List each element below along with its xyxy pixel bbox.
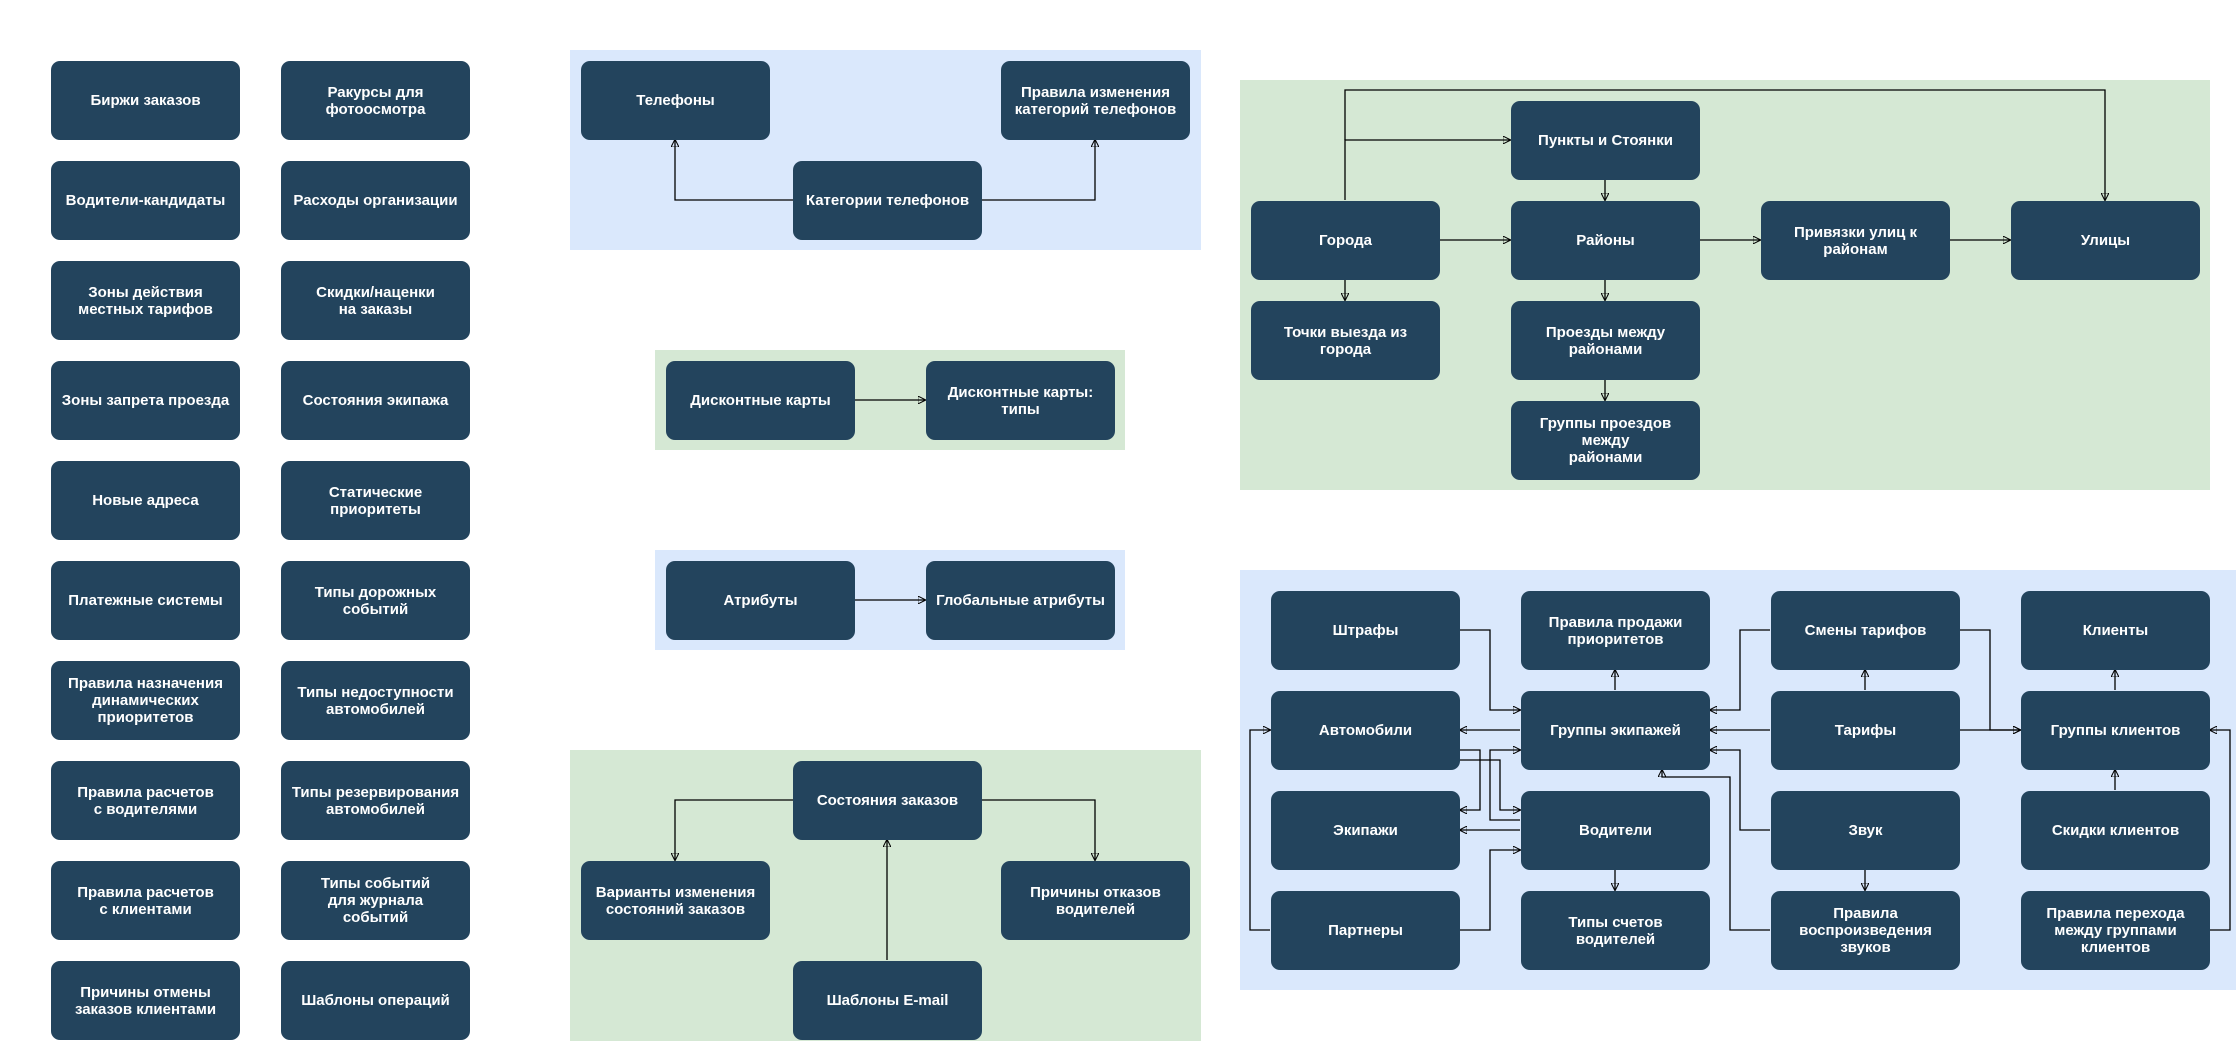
node-fines[interactable]: Штрафы	[1271, 591, 1460, 670]
node-client-group-transition-rules[interactable]: Правила перехода между группами клиентов	[2021, 891, 2210, 970]
node-clients[interactable]: Клиенты	[2021, 591, 2210, 670]
node-local-tariff-zones[interactable]: Зоны действия местных тарифов	[51, 261, 240, 340]
node-districts[interactable]: Районы	[1511, 201, 1700, 280]
node-sound-playback-rules[interactable]: Правила воспроизведения звуков	[1771, 891, 1960, 970]
node-operation-templates[interactable]: Шаблоны операций	[281, 961, 470, 1040]
node-crew-groups[interactable]: Группы экипажей	[1521, 691, 1710, 770]
node-order-states[interactable]: Состояния заказов	[793, 761, 982, 840]
node-city-exit-points[interactable]: Точки выезда из города	[1251, 301, 1440, 380]
node-district-passages[interactable]: Проезды между районами	[1511, 301, 1700, 380]
node-static-priorities[interactable]: Статические приоритеты	[281, 461, 470, 540]
node-points-parkings[interactable]: Пункты и Стоянки	[1511, 101, 1700, 180]
node-order-discounts[interactable]: Скидки/наценки на заказы	[281, 261, 470, 340]
node-partners[interactable]: Партнеры	[1271, 891, 1460, 970]
node-drivers[interactable]: Водители	[1521, 791, 1710, 870]
node-new-addresses[interactable]: Новые адреса	[51, 461, 240, 540]
node-tariff-shifts[interactable]: Смены тарифов	[1771, 591, 1960, 670]
node-phone-category-rules[interactable]: Правила изменения категорий телефонов	[1001, 61, 1190, 140]
node-sound[interactable]: Звук	[1771, 791, 1960, 870]
node-crews[interactable]: Экипажи	[1271, 791, 1460, 870]
node-priority-sale-rules[interactable]: Правила продажи приоритетов	[1521, 591, 1710, 670]
node-client-discounts[interactable]: Скидки клиентов	[2021, 791, 2210, 870]
node-order-state-changes[interactable]: Варианты изменения состояний заказов	[581, 861, 770, 940]
node-tariffs[interactable]: Тарифы	[1771, 691, 1960, 770]
node-phone-categories[interactable]: Категории телефонов	[793, 161, 982, 240]
node-cars[interactable]: Автомобили	[1271, 691, 1460, 770]
node-photo-angles[interactable]: Ракурсы для фотоосмотра	[281, 61, 470, 140]
node-driver-settlement-rules[interactable]: Правила расчетов с водителями	[51, 761, 240, 840]
node-discount-card-types[interactable]: Дисконтные карты: типы	[926, 361, 1115, 440]
node-car-reservation-types[interactable]: Типы резервирования автомобилей	[281, 761, 470, 840]
node-car-unavailability-types[interactable]: Типы недоступности автомобилей	[281, 661, 470, 740]
node-cities[interactable]: Города	[1251, 201, 1440, 280]
node-streets[interactable]: Улицы	[2011, 201, 2200, 280]
node-no-entry-zones[interactable]: Зоны запрета проезда	[51, 361, 240, 440]
node-phones[interactable]: Телефоны	[581, 61, 770, 140]
node-event-log-types[interactable]: Типы событий для журнала событий	[281, 861, 470, 940]
node-driver-candidates[interactable]: Водители-кандидаты	[51, 161, 240, 240]
node-client-settlement-rules[interactable]: Правила расчетов с клиентами	[51, 861, 240, 940]
node-discount-cards[interactable]: Дисконтные карты	[666, 361, 855, 440]
node-global-attributes[interactable]: Глобальные атрибуты	[926, 561, 1115, 640]
node-attributes[interactable]: Атрибуты	[666, 561, 855, 640]
node-order-exchanges[interactable]: Биржи заказов	[51, 61, 240, 140]
node-driver-refusal-reasons[interactable]: Причины отказов водителей	[1001, 861, 1190, 940]
node-dynamic-priority-rules[interactable]: Правила назначения динамических приорите…	[51, 661, 240, 740]
node-payment-systems[interactable]: Платежные системы	[51, 561, 240, 640]
node-client-groups[interactable]: Группы клиентов	[2021, 691, 2210, 770]
node-crew-states[interactable]: Состояния экипажа	[281, 361, 470, 440]
node-street-district-links[interactable]: Привязки улиц к районам	[1761, 201, 1950, 280]
node-email-templates[interactable]: Шаблоны E-mail	[793, 961, 982, 1040]
group-geo	[1240, 80, 2210, 490]
node-driver-account-types[interactable]: Типы счетов водителей	[1521, 891, 1710, 970]
node-cancel-reasons[interactable]: Причины отмены заказов клиентами	[51, 961, 240, 1040]
node-road-event-types[interactable]: Типы дорожных событий	[281, 561, 470, 640]
node-org-expenses[interactable]: Расходы организации	[281, 161, 470, 240]
node-passage-groups[interactable]: Группы проездов между районами	[1511, 401, 1700, 480]
